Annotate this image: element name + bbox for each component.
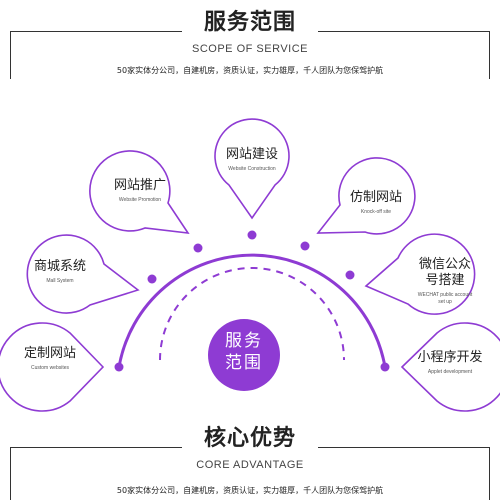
advantage-section-description: 50家实体分公司，自建机房，资质认证，实力雄厚，千人团队为您保驾护航 (116, 486, 384, 495)
node-wechat-account-subtitle-1: WECHAT public account (417, 292, 473, 298)
advantage-section-title: 核心优势 (203, 426, 296, 451)
node-custom-websites-title: 定制网站 (23, 346, 76, 361)
inner-dashed-arc (159, 267, 345, 361)
node-wechat-account-title-2: 号搭建 (425, 273, 465, 288)
node-knockoff-site-subtitle: Knock-off site (360, 209, 392, 215)
node-wechat-account-subtitle-2: set up (438, 299, 452, 305)
arc-dot-6 (345, 270, 355, 280)
pin-knockoff-site (316, 157, 416, 235)
pin-mall-system (26, 234, 140, 314)
service-section-subtitle: SCOPE OF SERVICE (192, 43, 308, 55)
node-website-construction: 网站建设 Website Construction (212, 147, 292, 173)
node-website-promotion-title: 网站推广 (113, 178, 166, 193)
node-custom-websites-subtitle: Custom websites (30, 365, 70, 371)
service-section-description: 50家实体分公司，自建机房，资质认证，实力雄厚，千人团队为您保驾护航 (116, 66, 384, 75)
node-knockoff-site: 仿制网站 Knock-off site (336, 190, 416, 216)
node-website-promotion-subtitle: Website Promotion (118, 197, 162, 203)
center-label-line1: 服务 (225, 331, 263, 351)
advantage-bracket-left (10, 447, 182, 500)
node-mall-system: 商城系统 Mall System (20, 259, 100, 285)
arc-dot-5 (300, 241, 310, 251)
node-mall-system-subtitle: Mall System (46, 278, 74, 284)
service-bracket-left (10, 31, 182, 79)
service-bracket-right (318, 31, 490, 79)
arc-dot-7 (380, 362, 390, 372)
service-section-header: 服务范围 SCOPE OF SERVICE (0, 8, 500, 88)
outer-arc (117, 253, 387, 368)
arc-dot-2 (147, 274, 157, 284)
node-knockoff-site-title: 仿制网站 (349, 190, 402, 205)
pin-website-promotion (89, 150, 190, 234)
node-mall-system-title: 商城系统 (33, 259, 86, 274)
node-applet-development-subtitle: Applet development (427, 369, 473, 375)
center-label-line2: 范围 (225, 353, 263, 373)
node-custom-websites: 定制网站 Custom websites (12, 346, 88, 372)
node-wechat-account-title-1: 微信公众 (418, 257, 471, 272)
node-wechat-account: 微信公众 号搭建 WECHAT public account set up (402, 257, 488, 306)
node-website-construction-subtitle: Website Construction (228, 166, 276, 172)
pin-applet-development (400, 322, 500, 412)
advantage-section-header: 核心优势 CORE ADVANTAGE (0, 424, 500, 500)
advantage-section-subtitle: CORE ADVANTAGE (196, 459, 304, 471)
service-section-title: 服务范围 (203, 10, 296, 35)
arc-dot-3 (193, 243, 203, 253)
node-website-construction-title: 网站建设 (225, 147, 278, 162)
center-label: 服务 范围 (210, 330, 278, 374)
node-website-promotion: 网站推广 Website Promotion (100, 178, 180, 204)
node-applet-development-title: 小程序开发 (417, 350, 483, 365)
pin-custom-websites (0, 322, 105, 412)
arc-dot-1 (114, 362, 124, 372)
node-applet-development: 小程序开发 Applet development (408, 350, 492, 376)
advantage-bracket-right (318, 447, 490, 500)
pin-wechat-account (364, 233, 476, 315)
center-circle (208, 319, 280, 391)
arc-dot-4 (247, 230, 257, 240)
pin-website-construction (214, 118, 290, 220)
